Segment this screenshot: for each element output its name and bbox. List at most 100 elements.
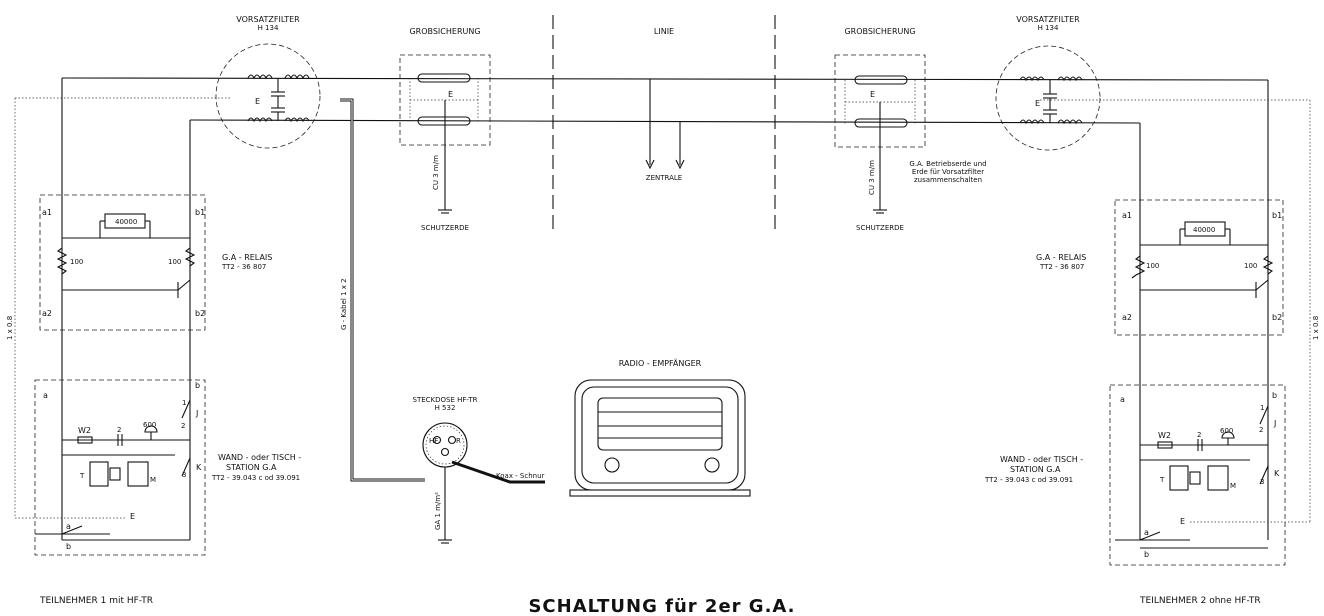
relay-right-label: G.A - RELAIS bbox=[1036, 253, 1086, 262]
fuse-left-e: E bbox=[448, 90, 453, 99]
cu-right-label: CU 3 m/m bbox=[868, 160, 876, 195]
wire-left-label: 1 x 0.8 bbox=[6, 316, 14, 340]
coax-label: Koax - Schnur bbox=[496, 472, 545, 480]
left-subscriber-label: TEILNEHMER 1 mit HF-TR bbox=[39, 596, 153, 606]
term-left-b1: b1 bbox=[195, 208, 205, 217]
term-right-a2: a2 bbox=[1122, 313, 1132, 322]
filter-left-label: VORSATZFILTER bbox=[236, 15, 300, 24]
station-right-model: TT2 - 39.043 c od 39.091 bbox=[984, 476, 1073, 484]
socket-hf: HF bbox=[429, 437, 438, 445]
st-left-k: K bbox=[196, 463, 202, 472]
st-right-n3: 3 bbox=[1260, 478, 1264, 486]
coax-cable bbox=[451, 460, 545, 484]
line-wires bbox=[14, 77, 1311, 540]
earth-right-label: SCHUTZERDE bbox=[856, 224, 904, 232]
fuse-right-label: GROBSICHERUNG bbox=[844, 27, 915, 36]
filter-right-model: H 134 bbox=[1038, 24, 1059, 32]
st-right-w2: W2 bbox=[1158, 431, 1171, 440]
st-left-b: b bbox=[195, 381, 200, 390]
relay-left-model: TT2 - 36 807 bbox=[221, 263, 266, 271]
gcable-label: G - Kabel 1 x 2 bbox=[340, 278, 348, 330]
st-right-t: T bbox=[1159, 476, 1165, 484]
relay-left-100a: 100 bbox=[70, 258, 83, 266]
right-subscriber-label: TEILNEHMER 2 ohne HF-TR bbox=[1139, 596, 1261, 606]
st-left-w2: W2 bbox=[78, 426, 91, 435]
relay-right-100a: 100 bbox=[1146, 262, 1159, 270]
fuse-box-right bbox=[834, 54, 926, 214]
st-right-j: J bbox=[1273, 419, 1276, 428]
line-label: LINIE bbox=[654, 27, 674, 36]
st-left-n1: 1 bbox=[182, 399, 186, 407]
relay-right-model: TT2 - 36 807 bbox=[1039, 263, 1084, 271]
filter-right-e: E bbox=[1035, 99, 1040, 108]
relay-left-100b: 100 bbox=[168, 258, 181, 266]
ga-label: GA 1 m/m² bbox=[434, 492, 442, 530]
st-right-n1: 1 bbox=[1260, 404, 1264, 412]
term-right-b1: b1 bbox=[1272, 211, 1282, 220]
station-box-right bbox=[1109, 384, 1286, 566]
st-right-m: M bbox=[1230, 482, 1236, 490]
st-left-m: M bbox=[150, 476, 156, 484]
radio-label: RADIO - EMPFÄNGER bbox=[619, 358, 702, 368]
station-left-label-2: STATION G.A bbox=[226, 463, 277, 472]
term-right-a1: a1 bbox=[1122, 211, 1132, 220]
st-left-t: T bbox=[79, 472, 85, 480]
relay-box-left bbox=[39, 194, 206, 331]
socket-hf-tr bbox=[422, 422, 468, 544]
st-left-e: E bbox=[130, 512, 135, 521]
station-right-label-1: WAND - oder TISCH - bbox=[1000, 455, 1083, 464]
st-right-a-bottom: a bbox=[1144, 528, 1149, 537]
filter-left-model: H 134 bbox=[258, 24, 279, 32]
radio-receiver bbox=[569, 379, 751, 497]
central-label: ZENTRALE bbox=[646, 174, 682, 182]
st-left-n3: 3 bbox=[182, 471, 186, 479]
filter-right-label: VORSATZFILTER bbox=[1016, 15, 1080, 24]
earth-note-2: Erde für Vorsatzfilter bbox=[912, 168, 984, 176]
earth-note-1: G.A. Betriebserde und bbox=[909, 160, 986, 168]
fuse-right-e: E bbox=[870, 90, 875, 99]
filter-right bbox=[995, 45, 1101, 151]
earth-note-3: zusammenschalten bbox=[914, 176, 982, 184]
socket-model: H 532 bbox=[435, 404, 456, 412]
st-right-n2: 2 bbox=[1259, 426, 1263, 434]
wire-right-label: 1 x 0.8 bbox=[1312, 316, 1320, 340]
station-right-label-2: STATION G.A bbox=[1010, 465, 1061, 474]
diagram-title: SCHALTUNG für 2er G.A. bbox=[528, 596, 795, 616]
station-left-model: TT2 - 39.043 c od 39.091 bbox=[211, 474, 300, 482]
relay-box-right bbox=[1114, 199, 1284, 336]
relay-right-res: 40000 bbox=[1193, 226, 1215, 234]
st-right-600: 600 bbox=[1220, 427, 1233, 435]
g-cable bbox=[340, 98, 425, 482]
st-left-600: 600 bbox=[143, 421, 156, 429]
relay-left-label: G.A - RELAIS bbox=[222, 253, 272, 262]
cu-left-label: CU 3 m/m bbox=[432, 155, 440, 190]
term-left-b2: b2 bbox=[195, 309, 205, 318]
term-left-a2: a2 bbox=[42, 309, 52, 318]
fuse-box-left bbox=[399, 54, 491, 214]
st-left-n2: 2 bbox=[181, 422, 185, 430]
st-right-b: b bbox=[1272, 391, 1277, 400]
st-right-e: E bbox=[1180, 517, 1185, 526]
relay-right-100b: 100 bbox=[1244, 262, 1257, 270]
term-right-b2: b2 bbox=[1272, 313, 1282, 322]
earth-left-label: SCHUTZERDE bbox=[421, 224, 469, 232]
fuse-left-label: GROBSICHERUNG bbox=[409, 27, 480, 36]
st-right-b-bottom: b bbox=[1144, 550, 1149, 559]
st-right-k: K bbox=[1274, 469, 1280, 478]
st-right-c2: 2 bbox=[1197, 431, 1201, 439]
socket-r: R bbox=[456, 437, 461, 445]
term-left-a1: a1 bbox=[42, 208, 52, 217]
st-left-c2: 2 bbox=[117, 426, 121, 434]
st-left-a: a bbox=[43, 391, 48, 400]
relay-left-res: 40000 bbox=[115, 218, 137, 226]
st-left-b-bottom: b bbox=[66, 542, 71, 551]
station-box-left bbox=[34, 379, 206, 556]
st-left-j: J bbox=[195, 409, 198, 418]
filter-left-e: E bbox=[255, 97, 260, 106]
filter-left bbox=[215, 43, 321, 149]
st-right-a: a bbox=[1120, 395, 1125, 404]
st-left-a-bottom: a bbox=[66, 522, 71, 531]
socket-label: STECKDOSE HF-TR bbox=[413, 396, 478, 404]
station-left-label-1: WAND - oder TISCH - bbox=[218, 453, 301, 462]
